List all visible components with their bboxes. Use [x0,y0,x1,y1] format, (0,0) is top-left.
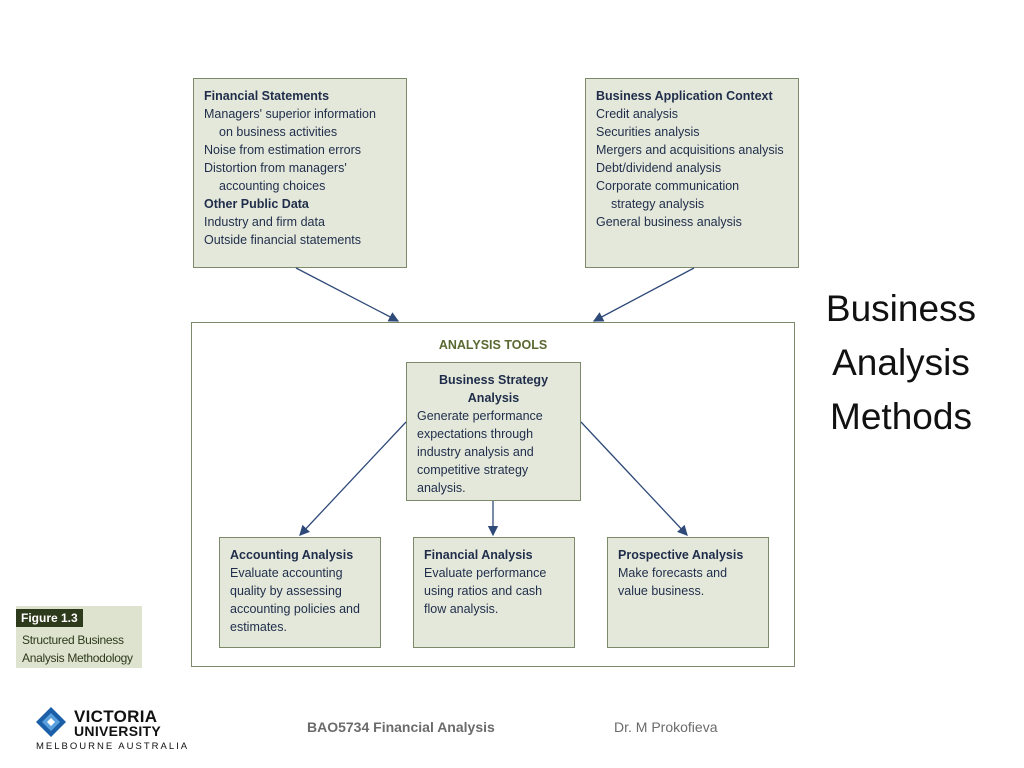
financial-statements-heading: Financial Statements [204,89,330,103]
source-item: Managers' superior information [204,107,376,121]
other-public-data-heading: Other Public Data [204,197,309,211]
figure-caption-line: Structured Business [22,633,124,647]
prospective-analysis-box: Prospective Analysis Make forecasts and … [607,537,769,648]
context-item: Corporate communication [596,179,740,193]
accounting-analysis-box: Accounting Analysis Evaluate accounting … [219,537,381,648]
accounting-body-line: Evaluate accounting [230,566,343,580]
footer-author: Dr. M Prokofieva [614,719,718,735]
context-item: Securities analysis [596,125,700,139]
arrow-sources-to-tools [295,267,400,322]
prospective-analysis-heading: Prospective Analysis [618,548,744,562]
prospective-body-line: Make forecasts and [618,566,728,580]
prospective-body-line: value business. [618,584,705,598]
figure-caption: Figure 1.3 Structured Business Analysis … [16,606,142,668]
accounting-body-line: accounting policies and [230,602,360,616]
accounting-body-line: estimates. [230,620,287,634]
strategy-body-line: industry analysis and [417,445,534,459]
source-item: accounting choices [219,179,326,193]
financial-body-line: flow analysis. [424,602,499,616]
source-item: Industry and firm data [204,215,325,229]
source-item: Distortion from managers' [204,161,347,175]
strategy-body-line: Generate performance [417,409,543,423]
logo-word-victoria: VICTORIA [74,707,158,726]
business-application-context-box: Business Application Context Credit anal… [585,78,799,268]
source-item: Noise from estimation errors [204,143,361,157]
context-item: strategy analysis [611,197,705,211]
figure-caption-text: Structured Business Analysis Methodology [22,631,142,667]
strategy-heading-line: Analysis [467,391,520,405]
logo-word-university: UNIVERSITY [74,723,162,739]
business-strategy-analysis-box: Business Strategy Analysis Generate perf… [406,362,581,501]
financial-statements-box: Financial Statements Managers' superior … [193,78,407,268]
context-item: General business analysis [596,215,742,229]
arrow-context-to-tools [592,267,695,322]
strategy-body-line: competitive strategy [417,463,529,477]
slide-title-line: Business [825,288,977,329]
financial-body-line: Evaluate performance [424,566,547,580]
figure-number: Figure 1.3 [16,609,83,627]
slide-title-line: Methods [830,396,972,437]
accounting-analysis-heading: Accounting Analysis [230,548,354,562]
source-item: on business activities [219,125,338,139]
source-item: Outside financial statements [204,233,362,247]
financial-analysis-box: Financial Analysis Evaluate performance … [413,537,575,648]
logo-subtitle: MELBOURNE AUSTRALIA [36,741,190,752]
strategy-body-line: analysis. [417,481,466,495]
financial-body-line: using ratios and cash [424,584,543,598]
context-item: Credit analysis [596,107,678,121]
victoria-university-logo: VICTORIA UNIVERSITY MELBOURNE AUSTRALIA [34,705,187,755]
slide-title: Business Analysis Methods [810,282,992,444]
strategy-heading-line: Business Strategy [438,373,549,387]
analysis-tools-title: ANALYSIS TOOLS [438,338,548,352]
business-application-context-heading: Business Application Context [596,89,773,103]
strategy-body-line: expectations through [417,427,534,441]
accounting-body-line: quality by assessing [230,584,342,598]
footer-course: BAO5734 Financial Analysis [307,719,495,735]
context-item: Mergers and acquisitions analysis [596,143,784,157]
diamond-logo-icon [36,707,66,737]
figure-caption-line: Analysis Methodology [22,651,133,665]
context-item: Debt/dividend analysis [596,161,722,175]
financial-analysis-heading: Financial Analysis [424,548,533,562]
slide-title-line: Analysis [832,342,970,383]
